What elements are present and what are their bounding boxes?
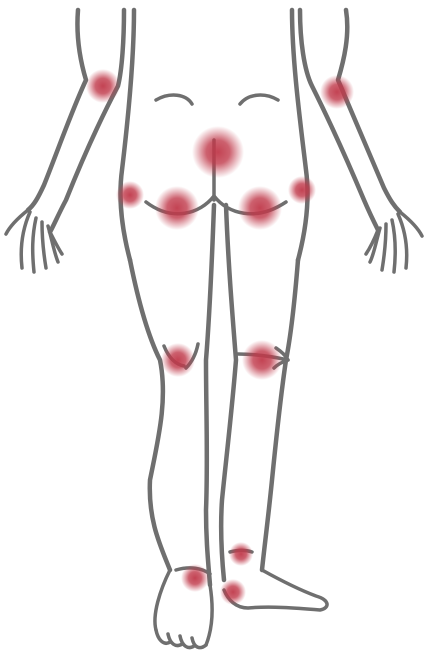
pain-marker-right-knee (242, 340, 282, 380)
right-arm-outline (300, 10, 422, 272)
left-arm-outline (6, 10, 124, 272)
pain-marker-sacrum (192, 126, 244, 178)
pain-marker-right-achilles (229, 542, 253, 566)
pain-marker-left-ankle (181, 564, 209, 592)
pain-marker-right-heel (220, 579, 246, 605)
pain-marker-left-elbow (86, 69, 120, 103)
pain-marker-right-hip-lateral (288, 176, 316, 204)
pain-marker-right-buttock (238, 186, 282, 230)
pain-marker-right-elbow (320, 75, 354, 109)
pain-marker-left-hip-lateral (116, 181, 144, 209)
pain-marker-left-knee (161, 343, 195, 377)
pain-marker-left-buttock (155, 186, 199, 230)
